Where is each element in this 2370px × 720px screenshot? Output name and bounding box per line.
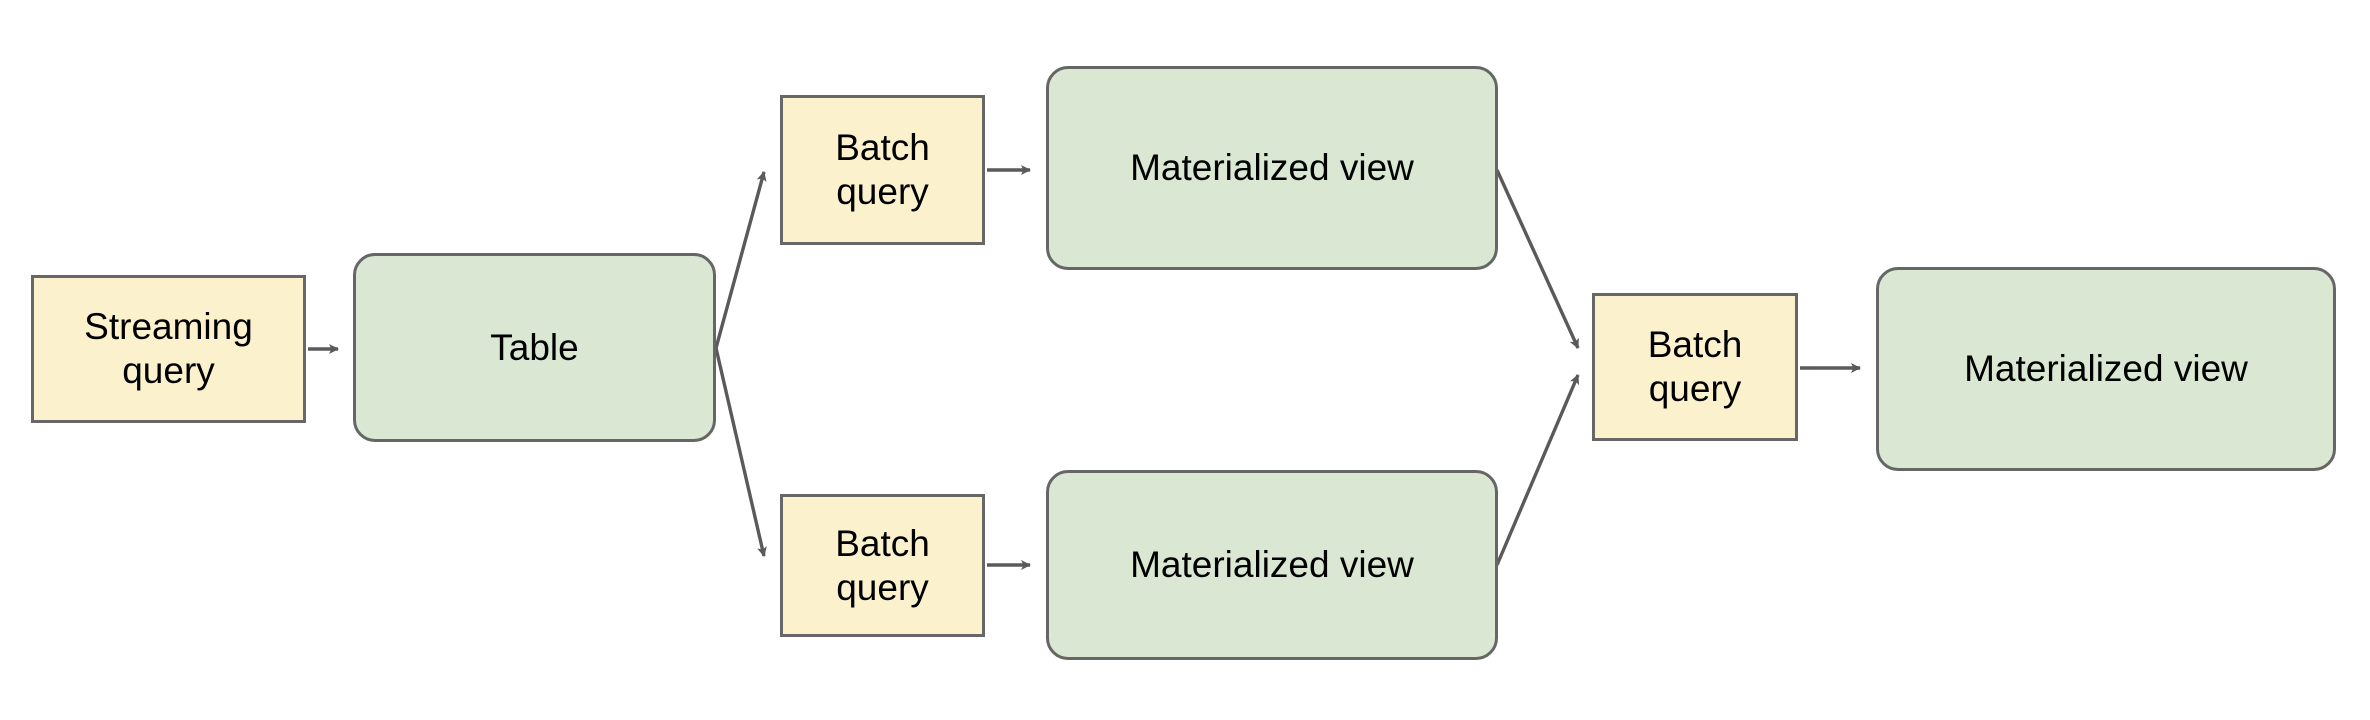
node-batch-query-bottom[interactable]: Batch query — [780, 494, 985, 637]
node-label-materialized-view-top: Materialized view — [1130, 147, 1414, 189]
edge-materialized-view-bottom-to-batch-query-merge — [1495, 374, 1580, 566]
node-label-materialized-view-bottom: Materialized view — [1130, 544, 1414, 586]
node-label-streaming-query: Streaming query — [84, 306, 253, 391]
node-label-batch-query-bottom: Batch query — [835, 522, 930, 608]
node-streaming-query[interactable]: Streaming query — [31, 275, 306, 423]
node-table[interactable]: Table — [353, 253, 716, 442]
edge-table-to-batch-query-bottom — [714, 347, 767, 557]
edge-table-to-batch-query-top — [714, 171, 767, 349]
node-label-batch-query-merge: Batch query — [1647, 324, 1743, 409]
edge-materialized-view-top-to-batch-query-merge — [1495, 169, 1580, 349]
node-batch-query-top[interactable]: Batch query — [780, 95, 985, 245]
node-label-materialized-view-right: Materialized view — [1964, 348, 2248, 390]
node-batch-query-merge[interactable]: Batch query — [1592, 293, 1798, 441]
node-label-table: Table — [490, 326, 579, 368]
node-label-batch-query-top: Batch query — [835, 127, 930, 212]
node-materialized-view-right[interactable]: Materialized view — [1876, 267, 2336, 471]
node-materialized-view-top[interactable]: Materialized view — [1046, 66, 1498, 270]
node-materialized-view-bottom[interactable]: Materialized view — [1046, 470, 1498, 660]
